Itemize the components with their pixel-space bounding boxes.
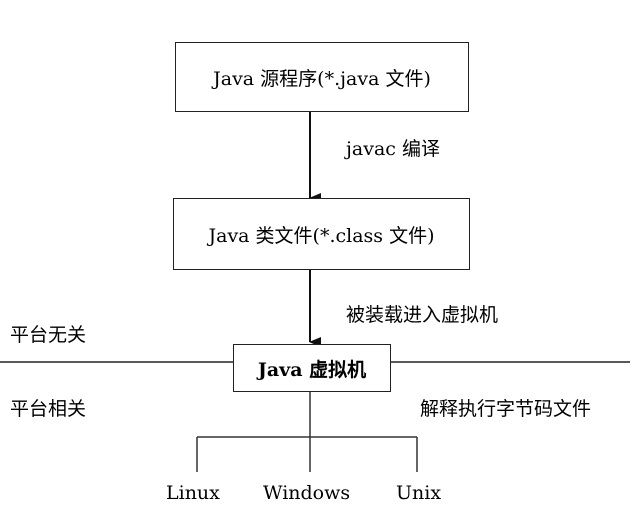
load-label: 被装载进入虚拟机 [346,304,499,326]
source-file-node: Java 源程序(*.java 文件) [175,42,469,112]
platform-windows: Windows [263,482,351,504]
platform-independent-label: 平台无关 [10,324,87,346]
platform-unix: Unix [396,482,442,504]
platform-dependent-label: 平台相关 [10,398,87,420]
source-file-label: Java 源程序(*.java 文件) [213,67,431,90]
jvm-node: Java 虚拟机 [233,344,391,392]
interpret-label: 解释执行字节码文件 [420,398,592,420]
jvm-label: Java 虚拟机 [257,358,367,381]
class-file-label: Java 类文件(*.class 文件) [208,224,435,247]
platform-linux: Linux [166,482,220,504]
compile-label: javac 编译 [346,138,440,160]
class-file-node: Java 类文件(*.class 文件) [173,198,470,270]
